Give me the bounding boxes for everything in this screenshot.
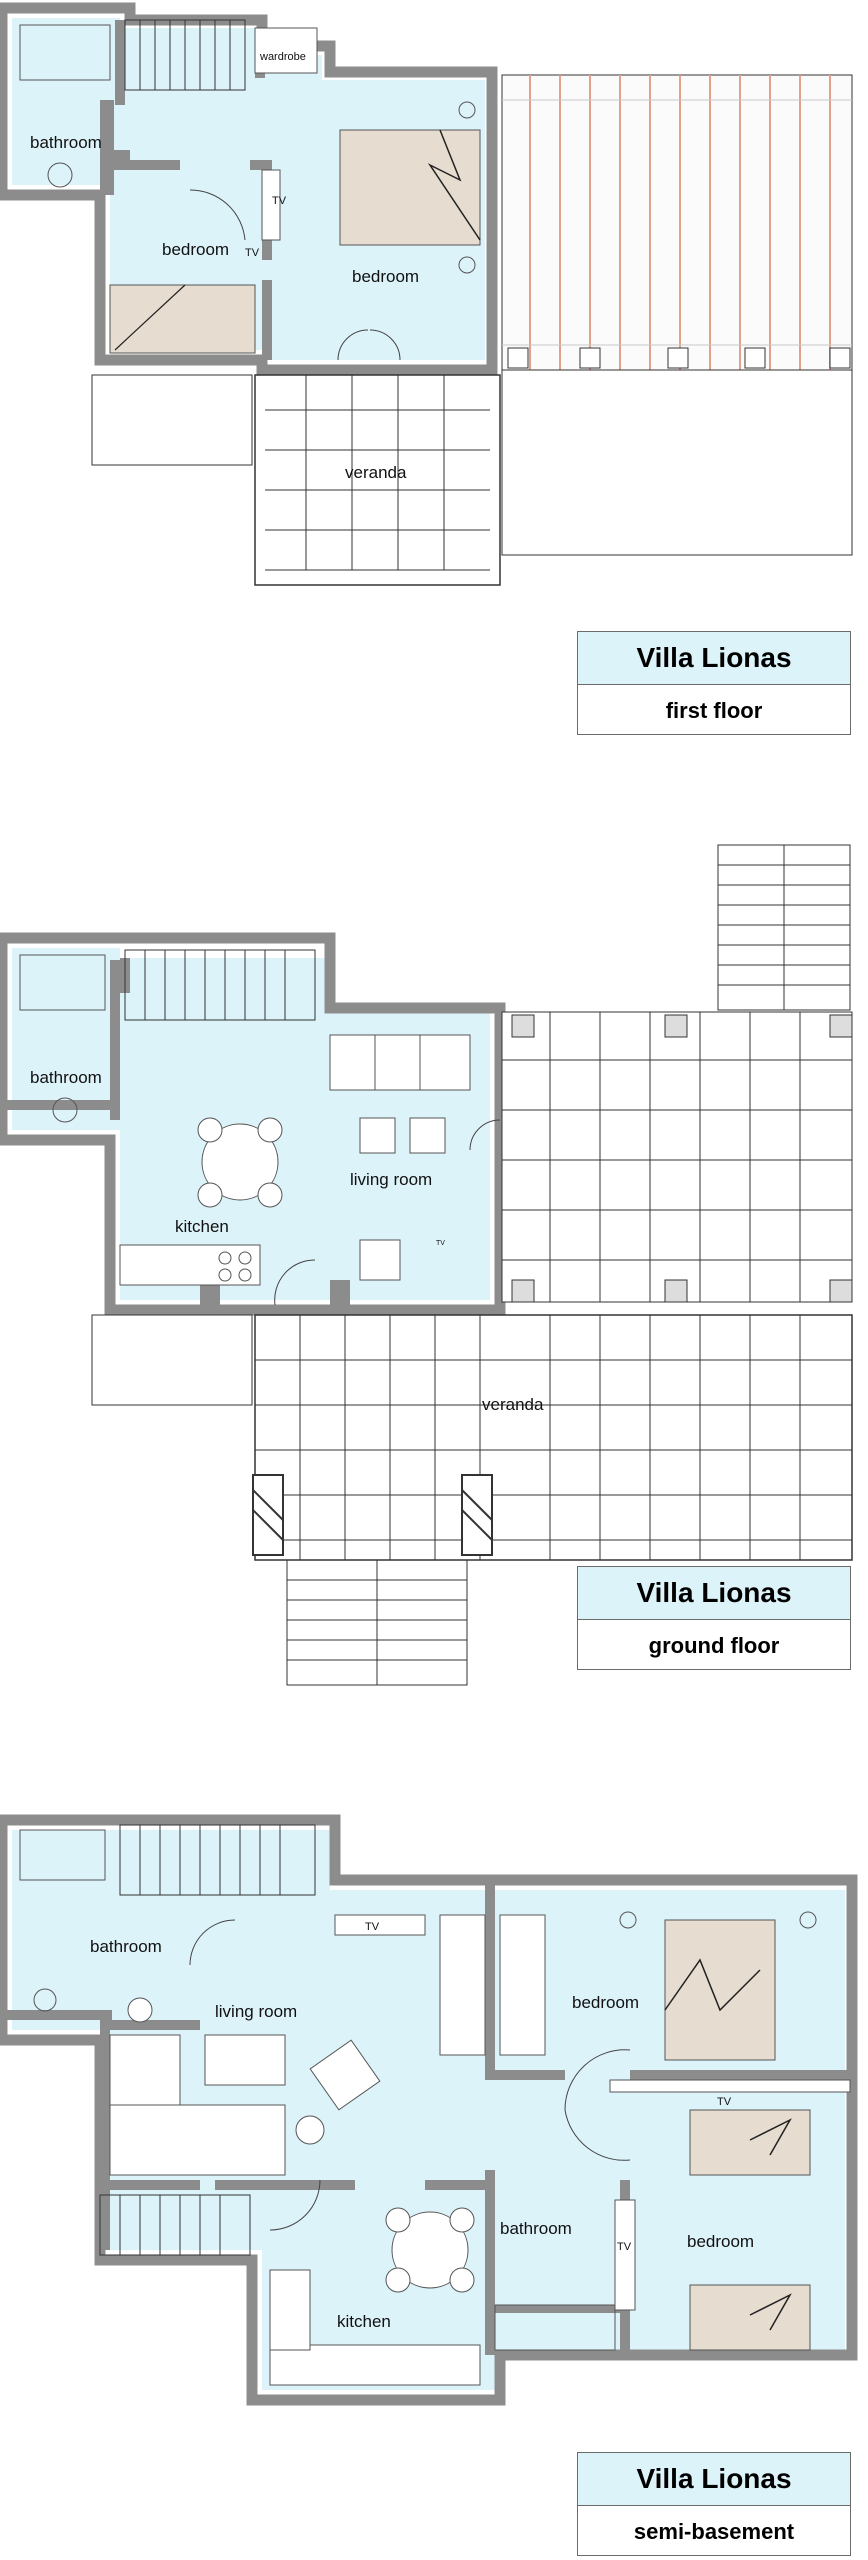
lamp-icon: [295, 2115, 325, 2145]
toilet-icon: [33, 1988, 57, 2012]
door-swing: [189, 189, 246, 241]
kitchen-counter: [269, 2269, 311, 2351]
room-label-veranda: veranda: [482, 1395, 544, 1414]
first-floor-fill: [12, 18, 485, 360]
toilet-icon: [52, 1097, 78, 1123]
label-tv: TV: [617, 2241, 632, 2253]
room-label-living-room: living room: [350, 1170, 432, 1189]
bathtub-icon: [19, 24, 111, 81]
label-wardrobe: wardrobe: [259, 51, 306, 63]
room-label-living-room: living room: [215, 2002, 297, 2021]
coffee-table-icon: [204, 2034, 286, 2086]
bed-icon: [427, 129, 481, 241]
semi-basement-plan: bathroom living room bedroom bedroom bat…: [0, 1810, 868, 2410]
kitchen-counter: [119, 1244, 261, 1286]
lamp-icon: [127, 1997, 153, 2023]
sink-icon: [619, 1911, 637, 1929]
label-tv: TV: [436, 1240, 445, 1247]
entrance-stairs: [286, 1559, 468, 1686]
wardrobe-block: [439, 1914, 486, 2056]
floor-name: first floor: [665, 697, 763, 723]
room-label-bathroom: bathroom: [90, 1937, 162, 1956]
door-swing: [564, 2109, 631, 2161]
armchair-icon: [309, 2039, 381, 2111]
tv-unit: [261, 169, 281, 241]
door-swing: [189, 1919, 236, 1966]
first-floor-stairs: [124, 19, 246, 91]
sink-icon: [458, 256, 476, 274]
bed-icon: [689, 2284, 811, 2351]
tv-unit: [614, 2199, 636, 2311]
toilet-icon: [47, 162, 73, 188]
ground-floor-outer-wall: [0, 932, 506, 1316]
room-label-bedroom: bedroom: [572, 1993, 639, 2012]
sink-icon: [799, 1911, 817, 1929]
veranda-hatched-pillar: [252, 1474, 493, 1556]
floor-title-box: Villa Lionas first floor: [577, 631, 851, 735]
ground-floor-plan: bathroom living room kitchen veranda TV: [0, 840, 868, 1700]
chair-icon: [385, 2207, 475, 2293]
tv-unit: [359, 1239, 401, 1281]
dining-table-icon: [201, 1123, 279, 1201]
floor-name: semi-basement: [633, 2518, 795, 2544]
room-label-bedroom: bedroom: [162, 240, 229, 259]
ground-floor-veranda: [254, 1314, 853, 1561]
sofa-icon: [109, 2104, 286, 2176]
first-floor-plan: bathroom bedroom bedroom veranda wardrob…: [0, 0, 868, 600]
door-swing: [269, 2179, 321, 2231]
outdoor-stairs-upper: [717, 844, 851, 1011]
outdoor-stairs-lower: [99, 2194, 251, 2256]
room-label-bathroom: bathroom: [30, 133, 102, 152]
room-label-kitchen: kitchen: [337, 2312, 391, 2331]
first-floor-veranda: [254, 374, 501, 586]
room-label-kitchen: kitchen: [175, 1217, 229, 1236]
bed-icon: [339, 129, 481, 246]
bed-icon: [664, 1919, 776, 2061]
label-tv: TV: [365, 1921, 380, 1933]
room-label-veranda: veranda: [345, 463, 407, 482]
label-tv: TV: [272, 195, 287, 207]
stove-icon: [218, 1251, 252, 1282]
first-floor-pergola: [501, 74, 853, 556]
floor-name: ground floor: [648, 1632, 780, 1658]
door-swing: [274, 1259, 316, 1306]
semi-basement-stairs: [119, 1824, 316, 1896]
room-label-bedroom: bedroom: [352, 267, 419, 286]
wardrobe-block: [609, 2079, 851, 2093]
floor-title-box: Villa Lionas semi-basement: [577, 2452, 851, 2556]
shower-icon: [494, 2304, 616, 2351]
door-swing: [469, 1119, 501, 1151]
kitchen-counter: [269, 2344, 481, 2386]
dining-table-icon: [391, 2211, 469, 2289]
sofa-icon: [329, 1034, 471, 1091]
room-label-bathroom: bathroom: [500, 2219, 572, 2238]
sink-icon: [458, 101, 476, 119]
room-label-bedroom: bedroom: [687, 2232, 754, 2251]
bed-icon: [689, 2109, 811, 2176]
villa-name: Villa Lionas: [578, 1567, 850, 1620]
villa-name: Villa Lionas: [578, 632, 850, 685]
room-label-bathroom: bathroom: [30, 1068, 102, 1087]
door-swing: [564, 2049, 631, 2111]
shower-icon: [19, 1829, 106, 1881]
ground-floor-stairs: [124, 949, 316, 1021]
tv-unit: [334, 1914, 426, 1936]
semi-basement-inner-walls: [2, 1880, 852, 2355]
wardrobe-block: [499, 1914, 546, 2056]
door-swing: [337, 329, 369, 361]
door-swing: [369, 329, 401, 361]
armchair-icon: [409, 1117, 446, 1154]
armchair-icon: [359, 1117, 396, 1154]
label-tv: TV: [245, 247, 260, 259]
ground-floor-terrace: [501, 1011, 853, 1303]
villa-name: Villa Lionas: [578, 2453, 850, 2506]
wardrobe-block: [254, 27, 318, 74]
shower-icon: [19, 954, 106, 1011]
bed-icon: [109, 284, 256, 354]
label-tv: TV: [717, 2096, 732, 2108]
chair-icon: [197, 1117, 283, 1208]
floor-title-box: Villa Lionas ground floor: [577, 1566, 851, 1670]
